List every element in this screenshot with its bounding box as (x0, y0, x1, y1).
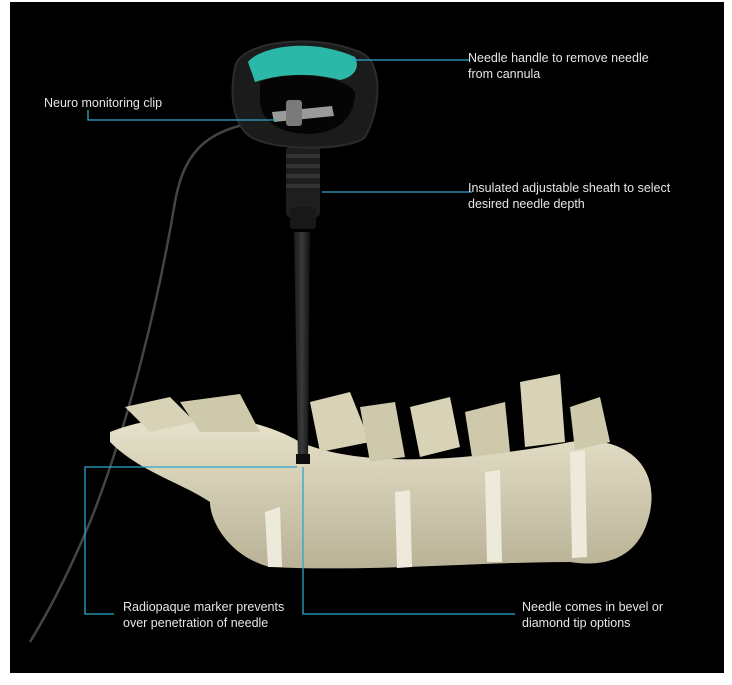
adjustable-sheath (286, 147, 320, 229)
spine-model (110, 374, 652, 568)
callout-handle: Needle handle to remove needle from cann… (468, 50, 649, 82)
callout-sheath: Insulated adjustable sheath to select de… (468, 180, 670, 212)
callout-clip: Neuro monitoring clip (44, 95, 162, 111)
callout-marker: Radiopaque marker prevents over penetrat… (123, 599, 284, 631)
needle-handle (232, 41, 377, 147)
callout-tip: Needle comes in bevel or diamond tip opt… (522, 599, 663, 631)
monitoring-cable (30, 120, 272, 642)
diagram-panel: Needle handle to remove needle from cann… (10, 2, 724, 673)
needle-shaft (294, 232, 310, 462)
radiopaque-marker (296, 454, 310, 464)
